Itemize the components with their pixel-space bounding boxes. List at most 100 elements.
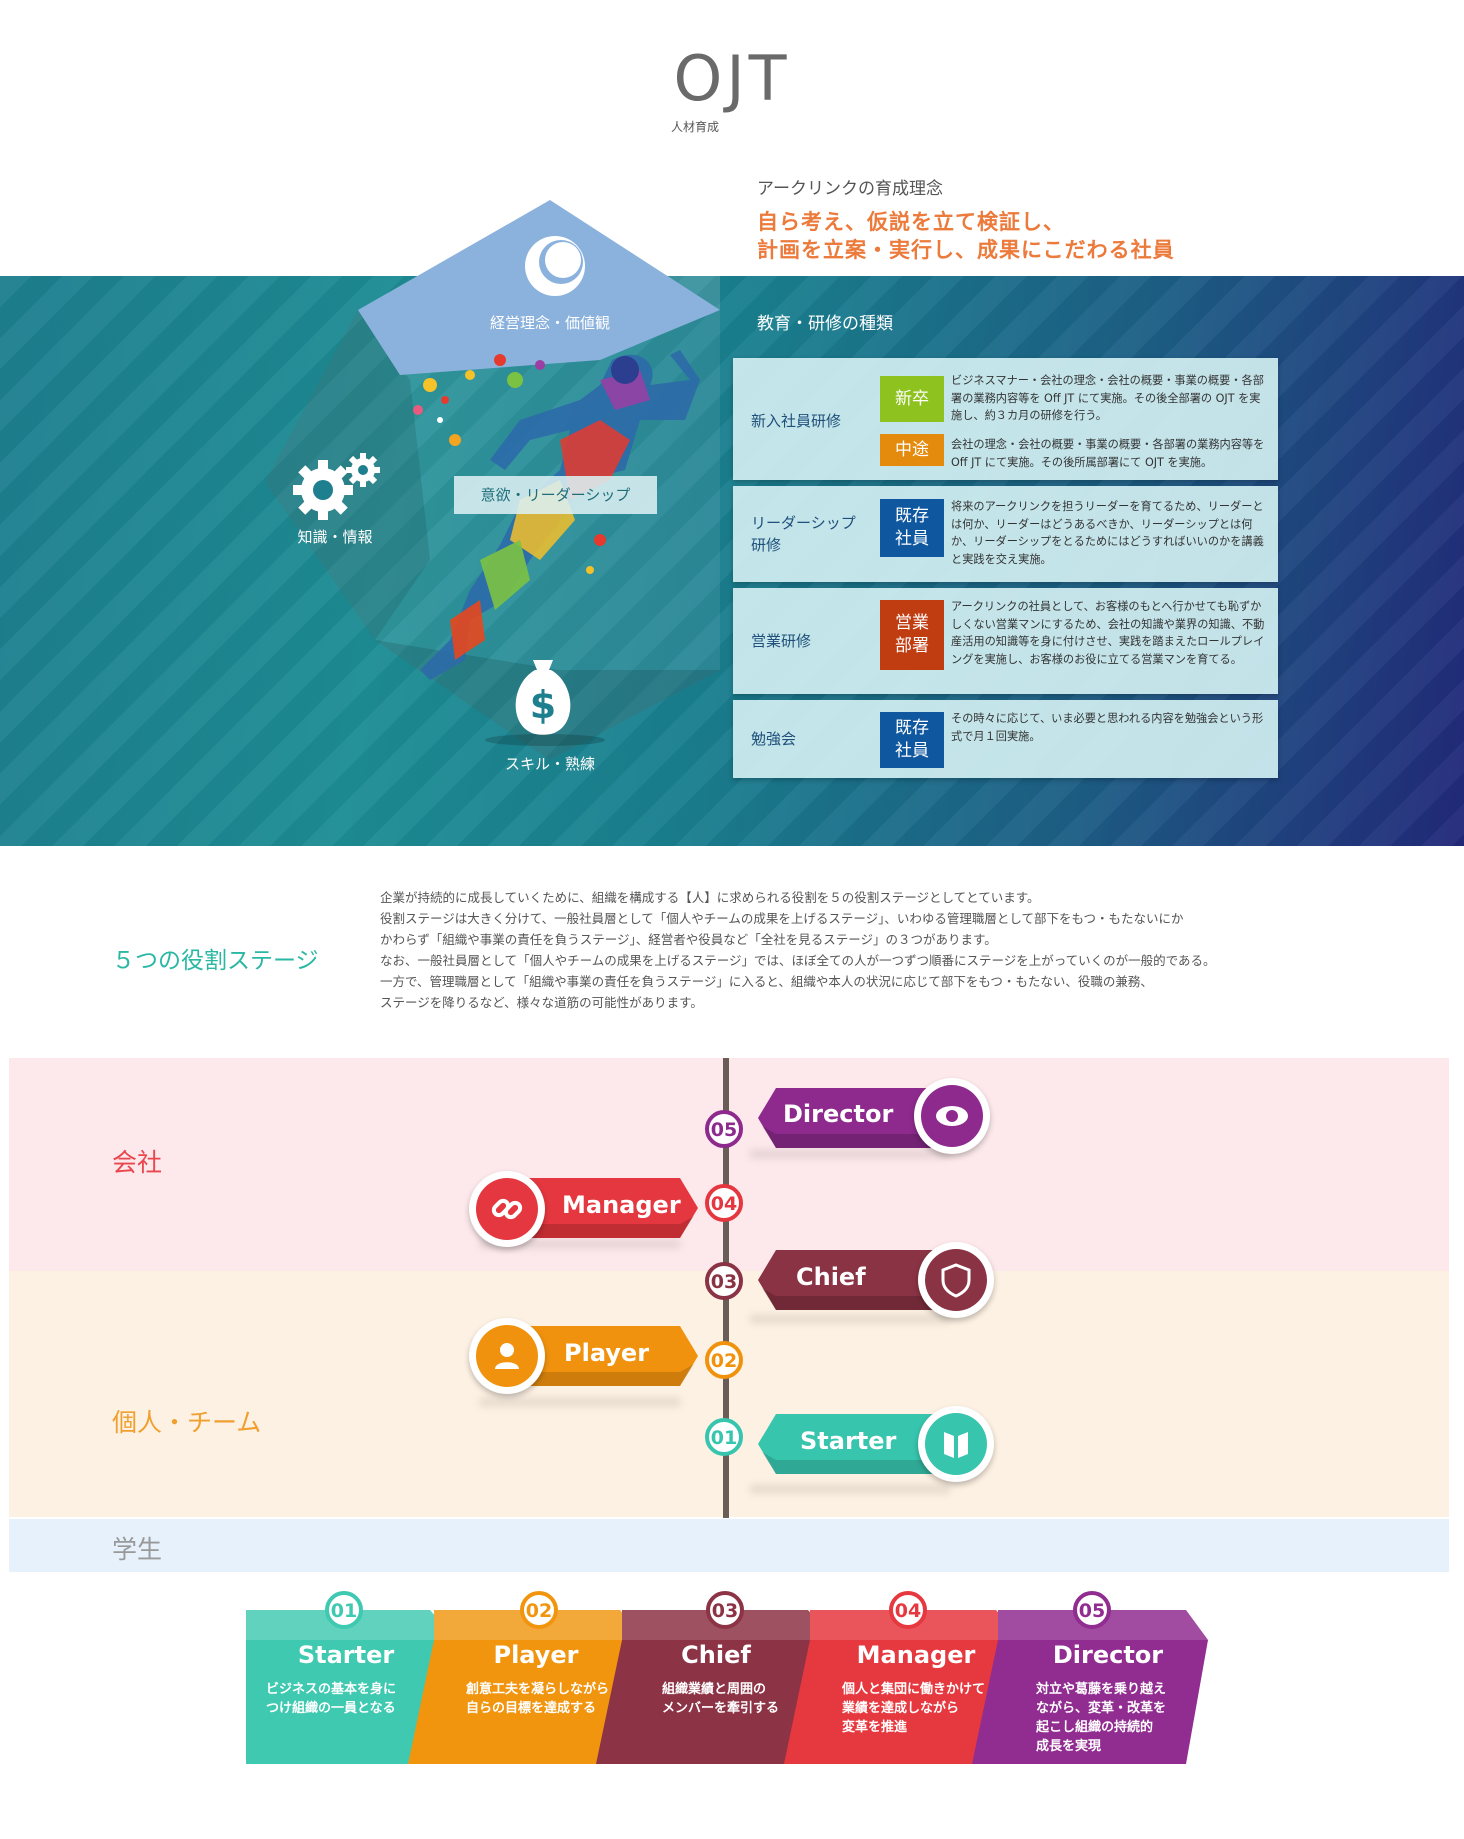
badge-label-line: 営業 [895,613,929,633]
flow-title-player: Player [493,1641,579,1669]
hexagon-center-label: 意欲・リーダーシップ [454,476,657,514]
badge-label-line: 既存 [895,506,929,526]
stages-title: ５つの役割ステージ [112,948,319,974]
flow-desc-line: 対立や葛藤を乗り越え [1036,1682,1167,1697]
hexagon-left-face [265,310,430,640]
step-number-03: 03 [705,1262,743,1300]
training-row-study: 勉強会 既存 社員 その時々に応じて、いま必要と思われる内容を勉強会という形式で… [733,700,1278,778]
gears-icon [293,453,380,520]
chief-icon-badge [918,1242,994,1318]
philosophy-label: アークリンクの育成理念 [757,179,943,199]
flow-number-01: 01 [325,1591,363,1629]
training-desc: 将来のアークリンクを担うリーダーを育てるため、リーダーとは何か、リーダーはどうあ… [951,500,1264,566]
training-name-line: 研修 [751,536,782,554]
badge-label: 新卒 [895,388,929,409]
training-desc: アークリンクの社員として、お客様のもとへ行かせても恥ずかしくない営業マンにするた… [951,600,1265,666]
badge-label-line: 部署 [895,636,929,656]
starter-label: Starter [800,1427,897,1455]
page-title: OJT [673,42,791,115]
training-desc: ビジネスマナー・会社の理念・会社の概要・事業の概要・各部署の業務内容等を Off… [951,374,1264,422]
flow-title-director: Director [1052,1641,1164,1669]
stages-para-line: 企業が持続的に成長していくために、組織を構成する【人】に求められる役割を５の役割… [380,890,1040,905]
zone-company [9,1058,1449,1271]
stages-description: 企業が持続的に成長していくために、組織を構成する【人】に求められる役割を５の役割… [380,887,1380,1013]
training-name-line: リーダーシップ [751,514,856,532]
flow-desc-player: 創意工夫を凝らしながら 自らの目標を達成する [466,1680,646,1718]
training-badge-mid-career: 中途 [880,434,944,466]
training-row-new-hire: 新入社員研修 新卒 ビジネスマナー・会社の理念・会社の概要・事業の概要・各部署の… [733,358,1278,480]
zone-company-label: 会社 [112,1148,163,1177]
flow-desc-director: 対立や葛藤を乗り越え ながら、変革・改革を 起こし組織の持続的 成長を実現 [1036,1680,1206,1756]
money-bag-icon: $ [515,660,571,735]
stages-para-line: なお、一般社員層として「個人やチームの成果を上げるステージ」では、ほぼ全ての人が… [380,953,1216,968]
flow-desc-line: 成長を実現 [1036,1739,1102,1754]
eye-icon [936,1106,968,1126]
flow-desc-line: 創意工夫を凝らしながら [466,1682,610,1697]
zone-student [9,1519,1449,1572]
step-number-05: 05 [705,1110,743,1148]
training-desc: その時々に応じて、いま必要と思われる内容を勉強会という形式で月１回実施。 [951,712,1264,743]
training-row-leadership: リーダーシップ 研修 既存 社員 将来のアークリンクを担うリーダーを育てるため、… [733,486,1278,582]
badge-label-line: 社員 [895,529,929,549]
stages-para-line: かわらず「組織や事業の責任を負うステージ」、経営者や役員など「全社を見るステージ… [380,932,997,947]
starter-pill [758,1414,968,1474]
flow-title-manager: Manager [856,1641,976,1669]
training-badge-sales: 営業 部署 [880,600,944,670]
link-icon [491,1198,523,1220]
stages-para-line: 一方で、管理職層として「組織や事業の責任を負うステージ」に入ると、組織や本人の状… [380,974,1153,989]
svg-text:$: $ [530,683,556,727]
flow-desc-line: 業績を達成しながら [842,1701,960,1716]
flow-desc-chief: 組織業績と周囲の メンバーを牽引する [662,1680,842,1718]
flow-desc-line: 個人と集団に働きかけて [842,1682,986,1697]
flow-desc-line: ながら、変革・改革を [1036,1701,1167,1716]
training-row-sales: 営業研修 営業 部署 アークリンクの社員として、お客様のもとへ行かせても恥ずかし… [733,588,1278,694]
philosophy-line-2: 計画を立案・実行し、成果にこだわる社員 [757,238,1175,262]
training-name: リーダーシップ 研修 [751,512,856,556]
stages-para-line: ステージを降りるなど、様々な道筋の可能性があります。 [380,995,703,1010]
training-name: 営業研修 [751,632,812,650]
manager-icon-badge [469,1171,545,1247]
flow-title-chief: Chief [681,1641,751,1669]
flow-desc-line: 変革を推進 [842,1720,908,1735]
flow-desc-line: 自らの目標を達成する [466,1701,597,1716]
flow-number-03: 03 [706,1591,744,1629]
training-badge-new-grad: 新卒 [880,376,944,422]
training-name: 新入社員研修 [751,412,842,430]
logo-icon [525,236,585,296]
philosophy-line-1: 自ら考え、仮説を立て検証し、 [757,210,1065,234]
zone-individual-label: 個人・チーム [112,1408,262,1437]
player-label: Player [564,1339,650,1367]
badge-label-line: 既存 [895,718,929,738]
training-desc: 会社の理念・会社の概要・事業の概要・各部署の業務内容等を Off JT にて実施… [951,438,1265,469]
director-label: Director [783,1100,894,1128]
chief-pill [758,1250,968,1310]
chief-label: Chief [796,1263,866,1291]
flow-desc-line: つけ組織の一員となる [266,1701,396,1716]
step-number-02: 02 [705,1341,743,1379]
flow-desc-line: 起こし組織の持続的 [1036,1720,1154,1735]
badge-label-line: 社員 [895,741,929,761]
flow-title-starter: Starter [297,1641,395,1669]
flow-desc-starter: ビジネスの基本を身に つけ組織の一員となる [266,1680,446,1718]
flow-desc-line: ビジネスの基本を身に [266,1682,397,1697]
book-icon [944,1432,968,1458]
step-number-01: 01 [705,1418,743,1456]
person-icon [495,1343,519,1369]
hexagon-left-label: 知識・情報 [297,528,373,546]
manager-label: Manager [562,1191,681,1219]
flow-desc-line: 組織業績と周囲の [662,1682,767,1697]
badge-label: 中途 [895,439,929,460]
step-number-04: 04 [705,1184,743,1222]
flow-desc-manager: 個人と集団に働きかけて 業績を達成しながら 変革を推進 [842,1680,1022,1737]
hexagon-top-label: 経営理念・価値観 [489,314,610,332]
player-icon-badge [469,1318,545,1394]
training-name: 勉強会 [751,730,797,748]
hexagon-bottom-label: スキル・熟練 [504,755,595,773]
training-badge-existing: 既存 社員 [880,712,944,768]
flow-number-02: 02 [520,1591,558,1629]
training-title: 教育・研修の種類 [757,314,893,334]
training-badge-existing: 既存 社員 [880,499,944,557]
flow-number-05: 05 [1073,1591,1111,1629]
starter-icon-badge [918,1406,994,1482]
zone-individual [9,1271,1449,1517]
